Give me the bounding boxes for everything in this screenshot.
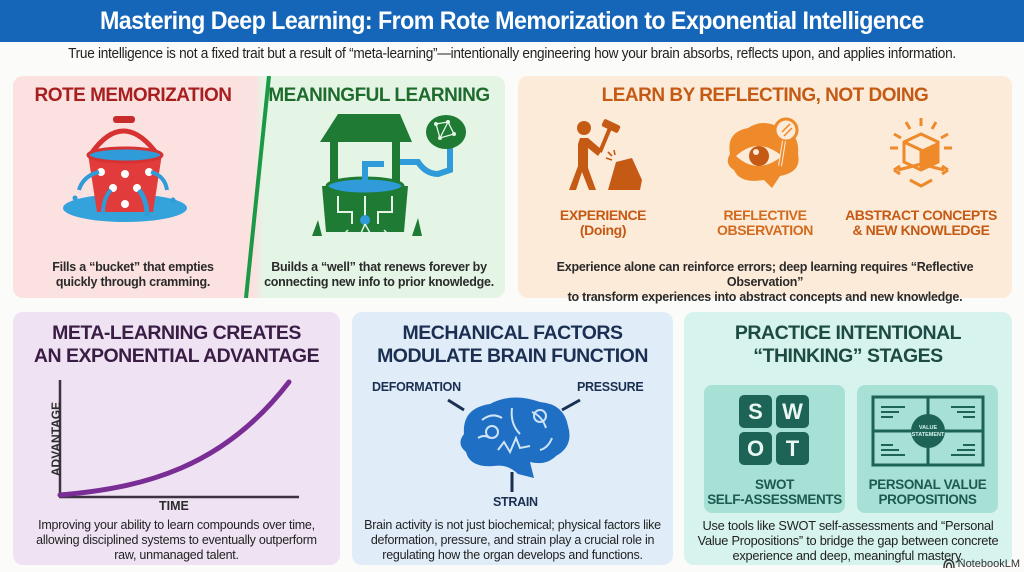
rote-vs-meaningful-panel: ROTE MEMORIZATION Fills a “bucket” that … xyxy=(13,76,505,298)
page-title: Mastering Deep Learning: From Rote Memor… xyxy=(100,6,924,35)
label-strain: STRAIN xyxy=(493,495,538,509)
label-deformation: DEFORMATION xyxy=(372,380,461,394)
exponential-advantage-chart xyxy=(57,379,299,499)
thinking-title: PRACTICE INTENTIONAL “THINKING” STAGES xyxy=(734,322,962,367)
swot-label: SWOT SELF-ASSESSMENTS xyxy=(707,477,842,507)
glowing-cube-icon xyxy=(890,118,952,188)
swot-strengths: S xyxy=(739,395,772,428)
step-abstract-concepts: ABSTRACT CONCEPTS & NEW KNOWLEDGE xyxy=(836,114,1006,238)
notebooklm-logo-icon xyxy=(942,559,955,569)
brain-icon xyxy=(447,397,581,492)
hammer-worker-icon xyxy=(569,119,642,190)
label-pressure: PRESSURE xyxy=(577,380,644,394)
reflect-description: Experience alone can reinforce errors; d… xyxy=(556,260,974,304)
swot-opportunities: O xyxy=(739,432,772,465)
thinking-stages-panel: PRACTICE INTENTIONAL “THINKING” STAGES S… xyxy=(684,312,1012,565)
meta-title: META-LEARNING CREATES AN EXPONENTIAL ADV… xyxy=(33,322,320,367)
y-axis-label: ADVANTAGE xyxy=(49,401,64,477)
well-brain-icon xyxy=(312,114,466,241)
step-experience: EXPERIENCE (Doing) xyxy=(518,114,688,238)
step-reflective-observation: REFLECTIVE OBSERVATION xyxy=(680,114,850,238)
advantage-curve xyxy=(57,379,292,498)
mechanical-description: Brain activity is not just biochemical; … xyxy=(364,518,661,562)
rote-memorization-section: ROTE MEMORIZATION Fills a “bucket” that … xyxy=(13,76,253,298)
meta-description: Improving your ability to learn compound… xyxy=(36,518,317,562)
mechanical-factors-panel: MECHANICAL FACTORS MODULATE BRAIN FUNCTI… xyxy=(352,312,673,565)
value-proposition-label: PERSONAL VALUE PROPOSITIONS xyxy=(868,477,987,507)
meta-learning-panel: META-LEARNING CREATES AN EXPONENTIAL ADV… xyxy=(13,312,340,565)
x-axis-label: TIME xyxy=(159,499,189,513)
value-proposition-card: VALUE STATEMENT PERSONAL VALUE PROPOSITI… xyxy=(857,385,998,513)
swot-grid-icon: S W O T xyxy=(739,395,809,465)
swot-card: S W O T SWOT SELF-ASSESSMENTS xyxy=(704,385,845,513)
reflect-title: LEARN BY REFLECTING, NOT DOING xyxy=(601,85,929,106)
svg-text:VALUE: VALUE xyxy=(919,425,938,431)
value-proposition-canvas-icon: VALUE STATEMENT xyxy=(871,395,985,467)
learn-by-reflecting-panel: LEARN BY REFLECTING, NOT DOING EXPERIENC… xyxy=(518,76,1012,304)
page-subtitle: True intelligence is not a fixed trait b… xyxy=(68,46,956,62)
notebooklm-watermark: NotebookLM xyxy=(942,558,1020,570)
mechanical-title: MECHANICAL FACTORS MODULATE BRAIN FUNCTI… xyxy=(377,322,648,367)
swot-weaknesses: W xyxy=(776,395,809,428)
eye-brain-mirror-icon xyxy=(727,117,799,188)
swot-threats: T xyxy=(776,432,809,465)
rote-description: Fills a “bucket” that empties quickly th… xyxy=(52,260,214,289)
meaningful-description: Builds a “well” that renews forever by c… xyxy=(264,260,494,289)
meaningful-title: MEANINGFUL LEARNING xyxy=(268,85,490,106)
title-banner: Mastering Deep Learning: From Rote Memor… xyxy=(0,0,1024,42)
svg-text:STATEMENT: STATEMENT xyxy=(912,432,945,438)
meaningful-learning-section: MEANINGFUL LEARNING Builds a “well” that… xyxy=(253,76,505,298)
leaking-bucket-icon xyxy=(63,116,187,222)
rote-title: ROTE MEMORIZATION xyxy=(34,85,232,106)
thinking-description: Use tools like SWOT self-assessments and… xyxy=(697,518,999,563)
